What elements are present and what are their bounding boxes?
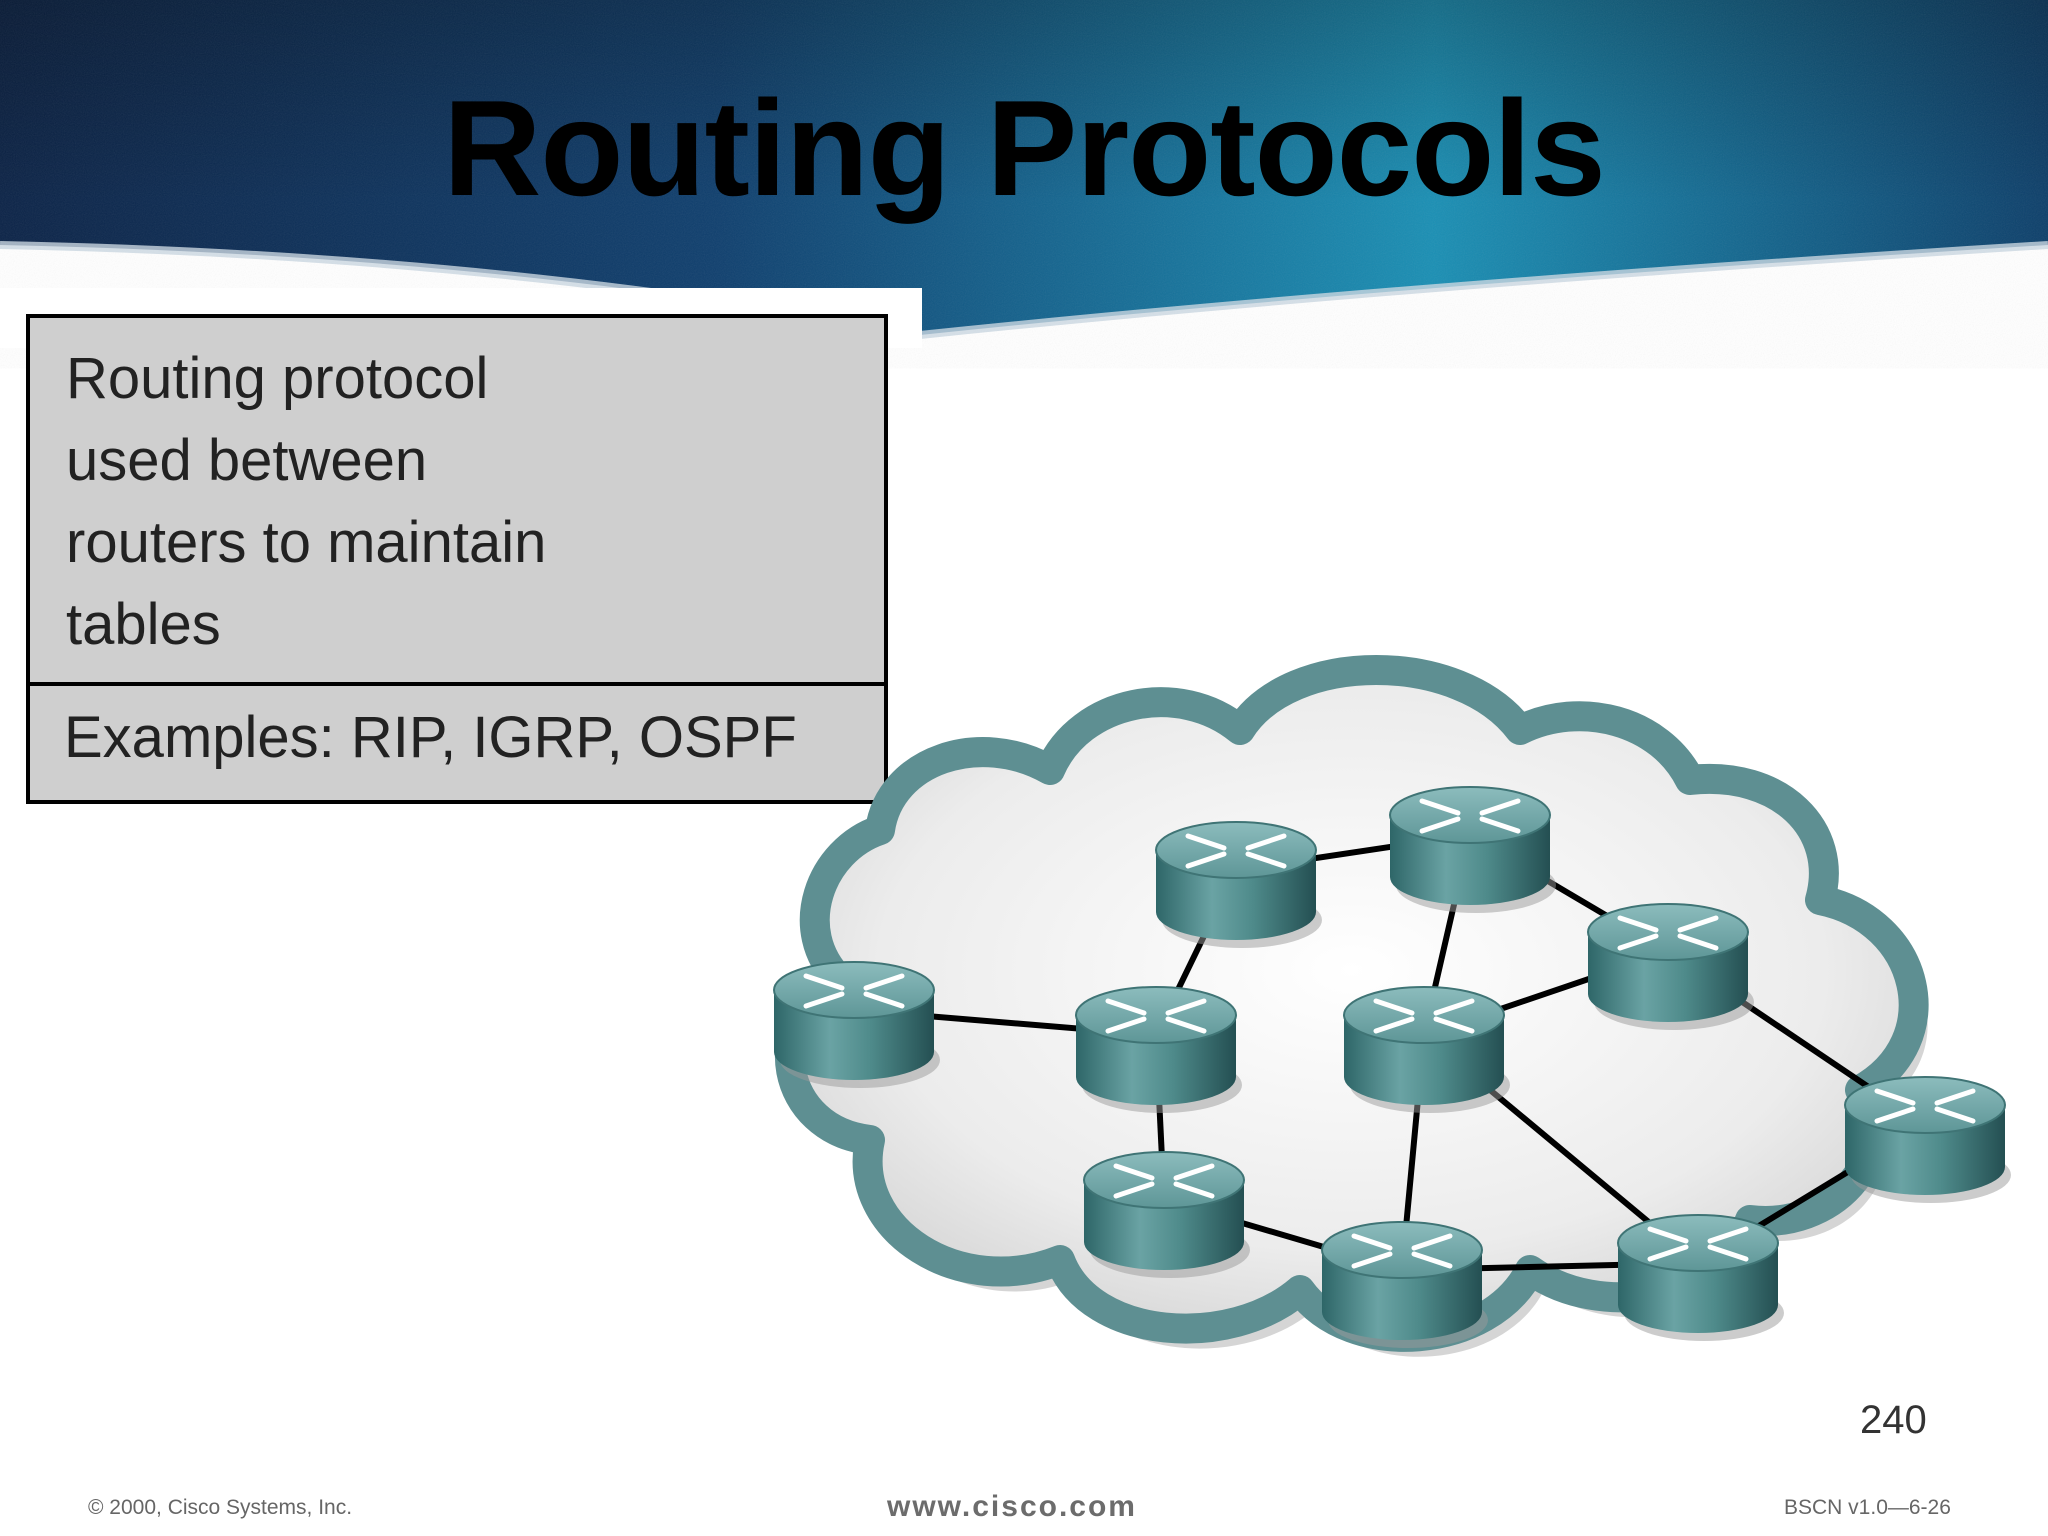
router-icon	[1389, 786, 1556, 913]
router-icon	[1343, 986, 1510, 1113]
routers	[773, 786, 2011, 1348]
router-icon	[1844, 1076, 2011, 1203]
page-number: 240	[1860, 1398, 1927, 1442]
router-icon	[1075, 986, 1242, 1113]
definition-line: used between	[66, 428, 428, 493]
course-code: BSCN v1.0—6-26	[1784, 1496, 1951, 1519]
router-network-diagram	[773, 655, 2011, 1357]
definition-line: routers to maintain	[66, 510, 547, 575]
definition-box: Routing protocol used between routers to…	[26, 314, 888, 804]
website-url: www.cisco.com	[887, 1490, 1137, 1523]
examples-text: Examples: RIP, IGRP, OSPF	[64, 705, 797, 770]
definition-line: tables	[66, 592, 221, 657]
definition-text: Routing protocol used between routers to…	[66, 338, 666, 666]
router-icon	[1617, 1214, 1784, 1341]
slide-header-banner	[0, 0, 2048, 340]
copyright-text: © 2000, Cisco Systems, Inc.	[88, 1496, 353, 1519]
box-divider	[30, 682, 884, 686]
router-icon	[1155, 821, 1322, 948]
definition-line: Routing protocol	[66, 346, 489, 411]
router-icon	[1587, 903, 1754, 1030]
router-icon	[1083, 1151, 1250, 1278]
router-icon	[773, 961, 940, 1088]
router-icon	[1321, 1221, 1488, 1348]
slide-title: Routing Protocols	[443, 72, 1606, 224]
